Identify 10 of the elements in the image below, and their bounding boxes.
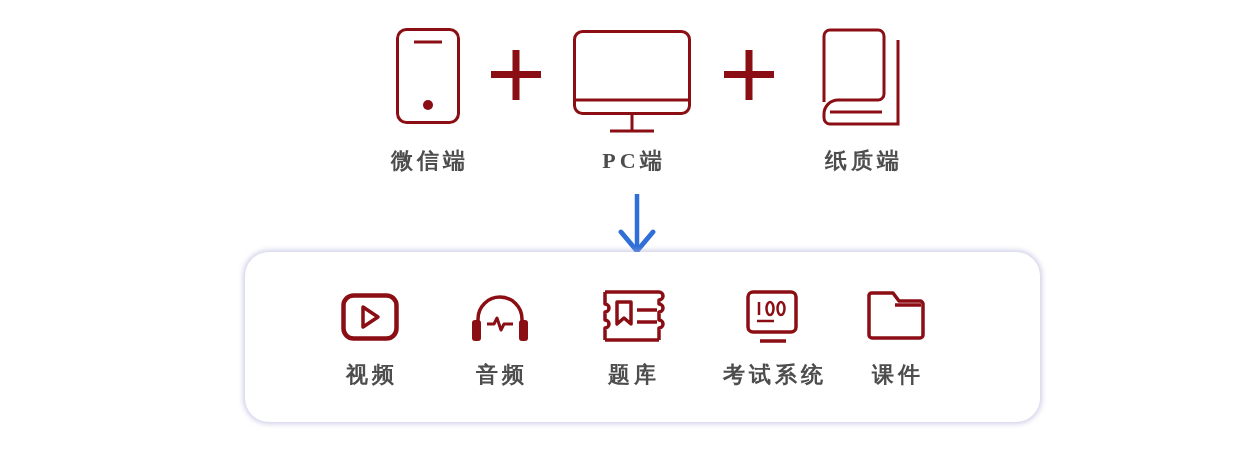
node-label: 考试系统 [723, 361, 827, 389]
node-label: 音频 [476, 361, 528, 389]
node-label: 纸质端 [825, 147, 903, 175]
node-label: 微信端 [391, 147, 469, 175]
node-label: PC端 [602, 147, 666, 175]
node-label: 视频 [346, 361, 398, 389]
node-label: 题库 [608, 361, 660, 389]
arrow [618, 194, 656, 254]
panel-card [245, 252, 1040, 422]
node-label: 课件 [872, 361, 924, 389]
